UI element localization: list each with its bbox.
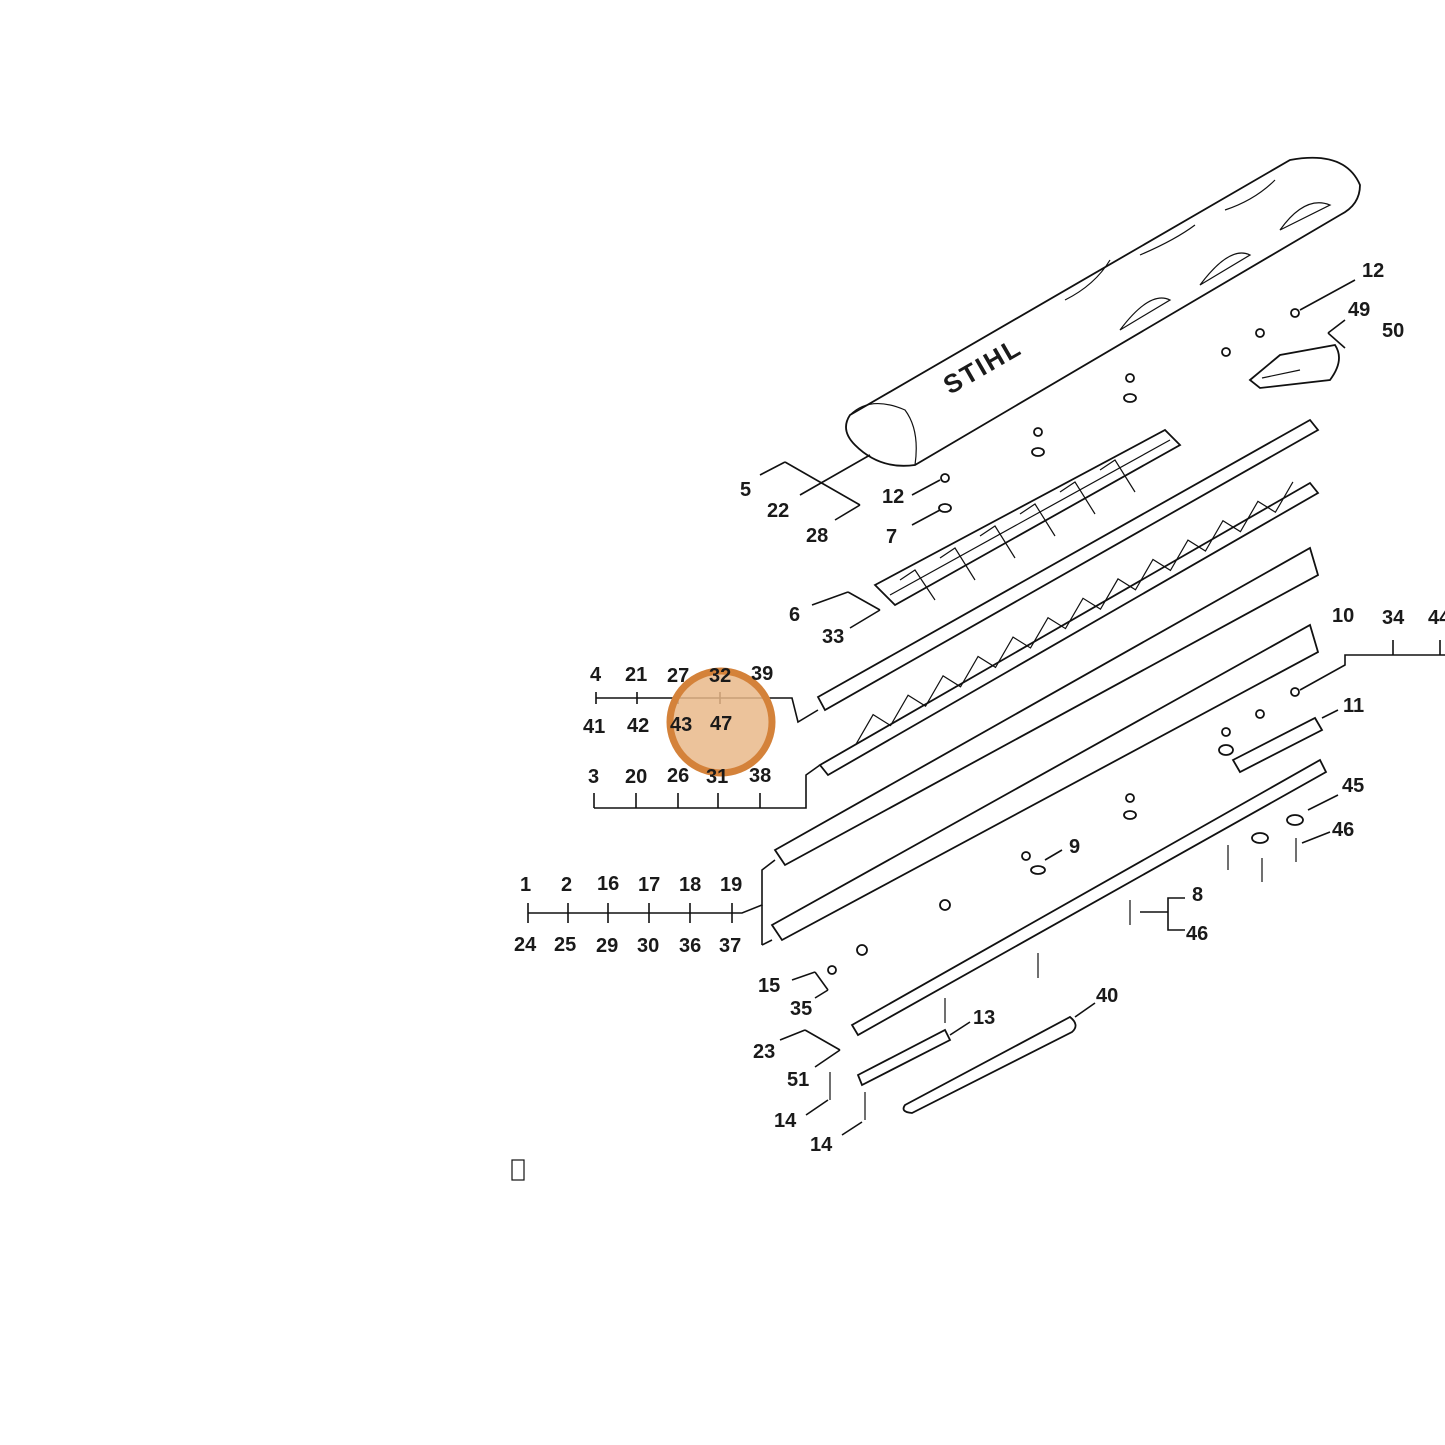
part-label-42: 42 <box>627 715 649 737</box>
mounting-bracket <box>1221 308 1340 389</box>
cutting-blade-upper <box>773 481 1320 867</box>
part-label-16: 16 <box>597 873 619 895</box>
part-label-12b: 12 <box>882 486 904 508</box>
nuts-upper <box>938 373 1137 513</box>
part-label-46b: 46 <box>1186 923 1208 945</box>
part-label-29: 29 <box>596 935 618 957</box>
part-label-28: 28 <box>806 525 828 547</box>
part-label-8: 8 <box>1192 884 1203 906</box>
leader-lines <box>527 279 1445 1136</box>
guide-bar-lower <box>850 758 1328 1037</box>
part-label-18: 18 <box>679 874 701 896</box>
part-label-10: 10 <box>1332 605 1354 627</box>
part-label-3: 3 <box>588 766 599 788</box>
part-label-14a: 14 <box>774 1110 797 1132</box>
part-label-50: 50 <box>1382 320 1404 342</box>
drawing-reference <box>511 1159 525 1181</box>
part-label-2: 2 <box>561 874 572 896</box>
part-label-15: 15 <box>758 975 780 997</box>
part-label-43: 43 <box>670 714 692 736</box>
part-label-41: 41 <box>583 716 605 738</box>
highlight-marker <box>666 667 776 777</box>
part-label-25: 25 <box>554 934 576 956</box>
small-plates <box>856 716 1324 1114</box>
part-label-7: 7 <box>886 526 897 548</box>
part-label-24: 24 <box>514 934 537 956</box>
cutting-blade-lower <box>770 623 1320 942</box>
part-label-31: 31 <box>706 766 728 788</box>
part-label-32: 32 <box>709 665 731 687</box>
part-label-26: 26 <box>667 765 689 787</box>
part-label-11: 11 <box>1343 695 1364 717</box>
part-label-21: 21 <box>625 664 647 686</box>
part-label-27: 27 <box>667 665 689 687</box>
part-label-17: 17 <box>638 874 660 896</box>
part-label-36: 36 <box>679 935 701 957</box>
part-label-9: 9 <box>1069 836 1080 858</box>
part-label-30: 30 <box>637 935 659 957</box>
part-label-13: 13 <box>973 1007 995 1029</box>
part-label-47: 47 <box>710 713 732 735</box>
part-label-23: 23 <box>753 1041 775 1063</box>
part-label-1: 1 <box>520 874 531 896</box>
part-label-45: 45 <box>1342 775 1364 797</box>
part-label-35: 35 <box>790 998 812 1020</box>
part-label-33: 33 <box>822 626 844 648</box>
part-label-19: 19 <box>720 874 742 896</box>
part-label-44: 44 <box>1428 607 1445 629</box>
part-label-49: 49 <box>1348 299 1370 321</box>
part-label-46a: 46 <box>1332 819 1354 841</box>
part-label-40: 40 <box>1096 985 1118 1007</box>
drive-rack <box>873 428 1182 607</box>
part-label-5: 5 <box>740 479 751 501</box>
part-label-20: 20 <box>625 766 647 788</box>
screws-lower <box>827 687 1304 1120</box>
part-label-22: 22 <box>767 500 789 522</box>
part-label-6: 6 <box>789 604 800 626</box>
part-label-12a: 12 <box>1362 260 1384 282</box>
part-label-37: 37 <box>719 935 741 957</box>
part-label-4: 4 <box>590 664 602 686</box>
part-label-51: 51 <box>787 1069 809 1091</box>
blade-guard: STIHL <box>845 156 1361 467</box>
part-label-14b: 14 <box>810 1134 833 1156</box>
part-label-34: 34 <box>1382 607 1405 629</box>
guide-bar-upper <box>816 418 1320 777</box>
part-label-39: 39 <box>751 663 773 685</box>
part-label-38: 38 <box>749 765 771 787</box>
